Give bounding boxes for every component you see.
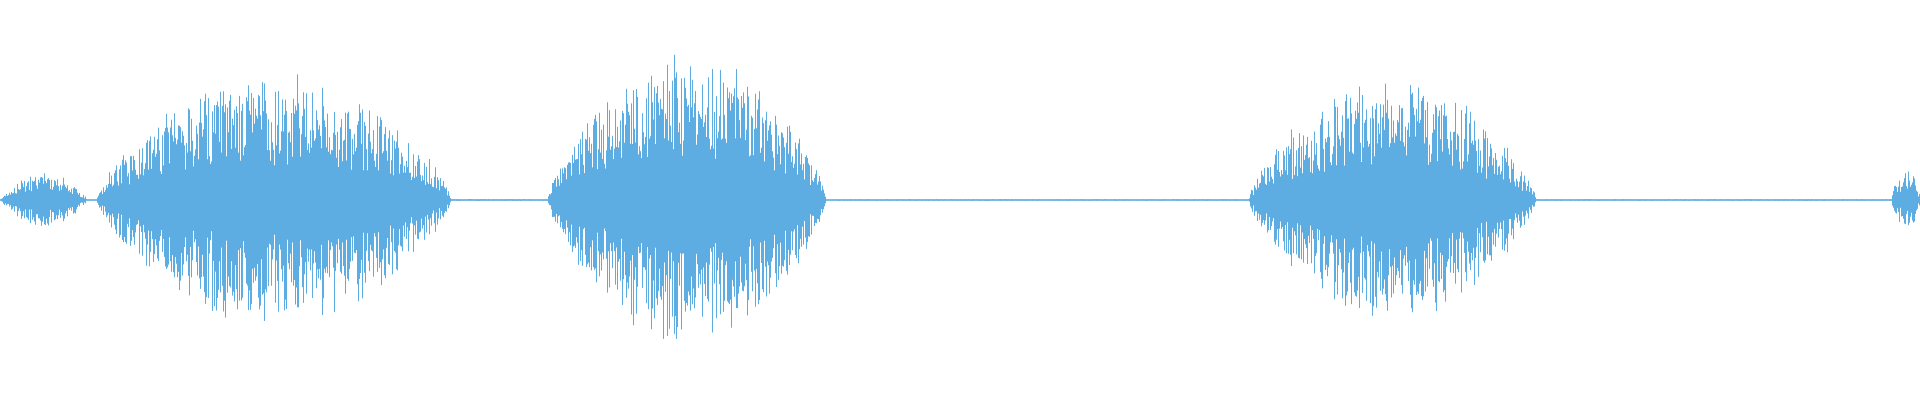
waveform-signal [0,54,1920,339]
waveform-bars [0,54,1920,339]
